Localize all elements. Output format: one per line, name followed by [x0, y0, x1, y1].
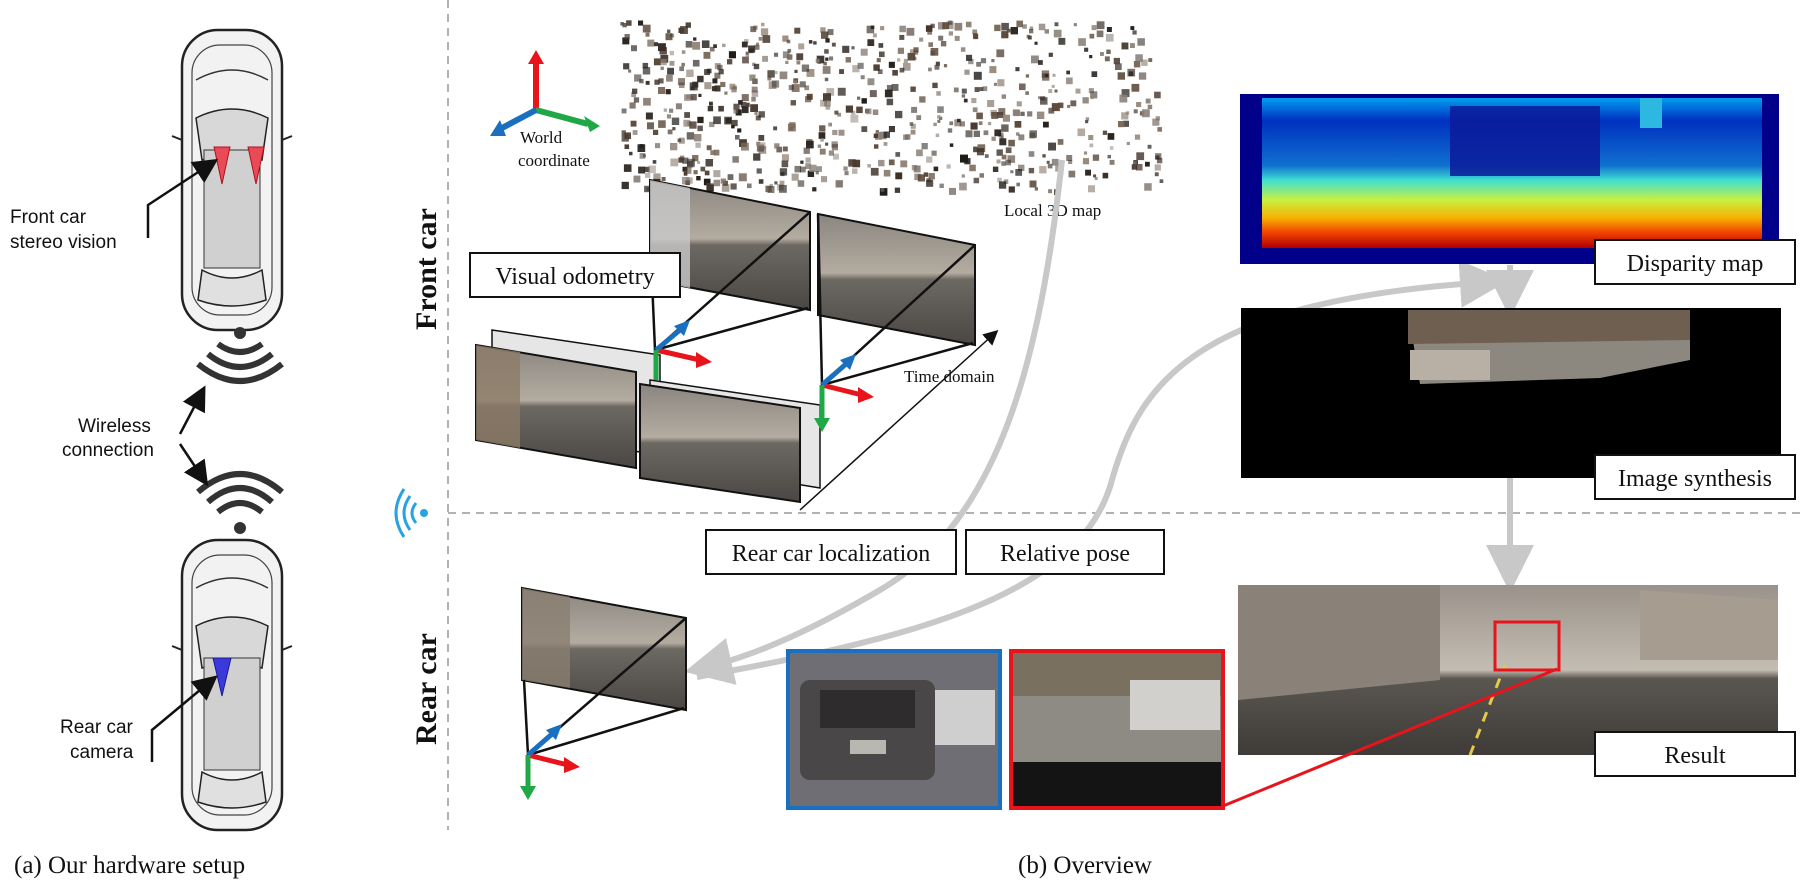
wireless-label-2: connection [62, 440, 154, 461]
rear-car-illustration [171, 538, 293, 832]
rear-car-label-2: camera [70, 742, 134, 763]
synthesized-crop-red [1009, 649, 1225, 810]
world-label: World [520, 128, 563, 147]
disparity-map-image [1240, 94, 1779, 264]
rear-view-crop-blue [786, 649, 1002, 810]
zoom-connector-line [1222, 667, 1558, 808]
wireless-label: Wireless [78, 416, 151, 437]
front-label-pointer [146, 158, 219, 238]
result-highlight-box [1493, 620, 1561, 672]
svg-text:Rear car localization: Rear car localization [732, 541, 931, 567]
rear-camera-axes [520, 724, 580, 800]
wifi-transmit-icon [196, 327, 284, 384]
front-car-label: Front car [10, 207, 87, 228]
svg-text:Disparity map: Disparity map [1627, 251, 1764, 277]
synthesized-image [1241, 308, 1781, 478]
svg-text:Visual odometry: Visual odometry [495, 264, 654, 290]
result-box: Result [1594, 731, 1796, 777]
rear-car-side-label: Rear car [410, 633, 443, 745]
disparity-map-box: Disparity map [1594, 239, 1796, 285]
image-synthesis-box: Image synthesis [1594, 454, 1796, 500]
odometry-frame-front-right [639, 379, 821, 504]
front-car-label-2: stereo vision [10, 232, 117, 253]
wireless-arrow-down [178, 443, 209, 487]
svg-text:Image synthesis: Image synthesis [1618, 466, 1772, 492]
world-axes-icon [490, 50, 600, 136]
front-car-illustration [171, 28, 293, 332]
local-3d-map-label: Local 3D map [1004, 201, 1101, 220]
caption-a: (a) Our hardware setup [14, 852, 245, 879]
svg-text:Result: Result [1664, 743, 1726, 769]
rear-localization-box: Rear car localization [705, 529, 957, 575]
odometry-frame-front-left [475, 329, 661, 470]
relative-pose-box: Relative pose [965, 529, 1165, 575]
front-car-side-label: Front car [410, 208, 443, 330]
odometry-frame-back-right [817, 212, 976, 347]
point-cloud-3d-map [620, 20, 1164, 196]
camera-axes-2 [814, 354, 874, 432]
svg-text:Relative pose: Relative pose [1000, 541, 1130, 567]
time-domain-arrow [799, 329, 999, 511]
rear-camera-frame [521, 586, 687, 712]
rear-label-pointer [150, 675, 218, 762]
camera-axes-1 [653, 320, 712, 380]
wifi-signal-icon [394, 488, 428, 538]
time-domain-label: Time domain [904, 367, 995, 386]
wifi-receive-icon [196, 471, 284, 534]
rear-car-label: Rear car [60, 717, 134, 738]
world-label-2: coordinate [518, 151, 590, 170]
caption-b: (b) Overview [1018, 852, 1152, 879]
wireless-arrow-up [178, 385, 206, 435]
visual-odometry-box: Visual odometry [469, 252, 681, 298]
